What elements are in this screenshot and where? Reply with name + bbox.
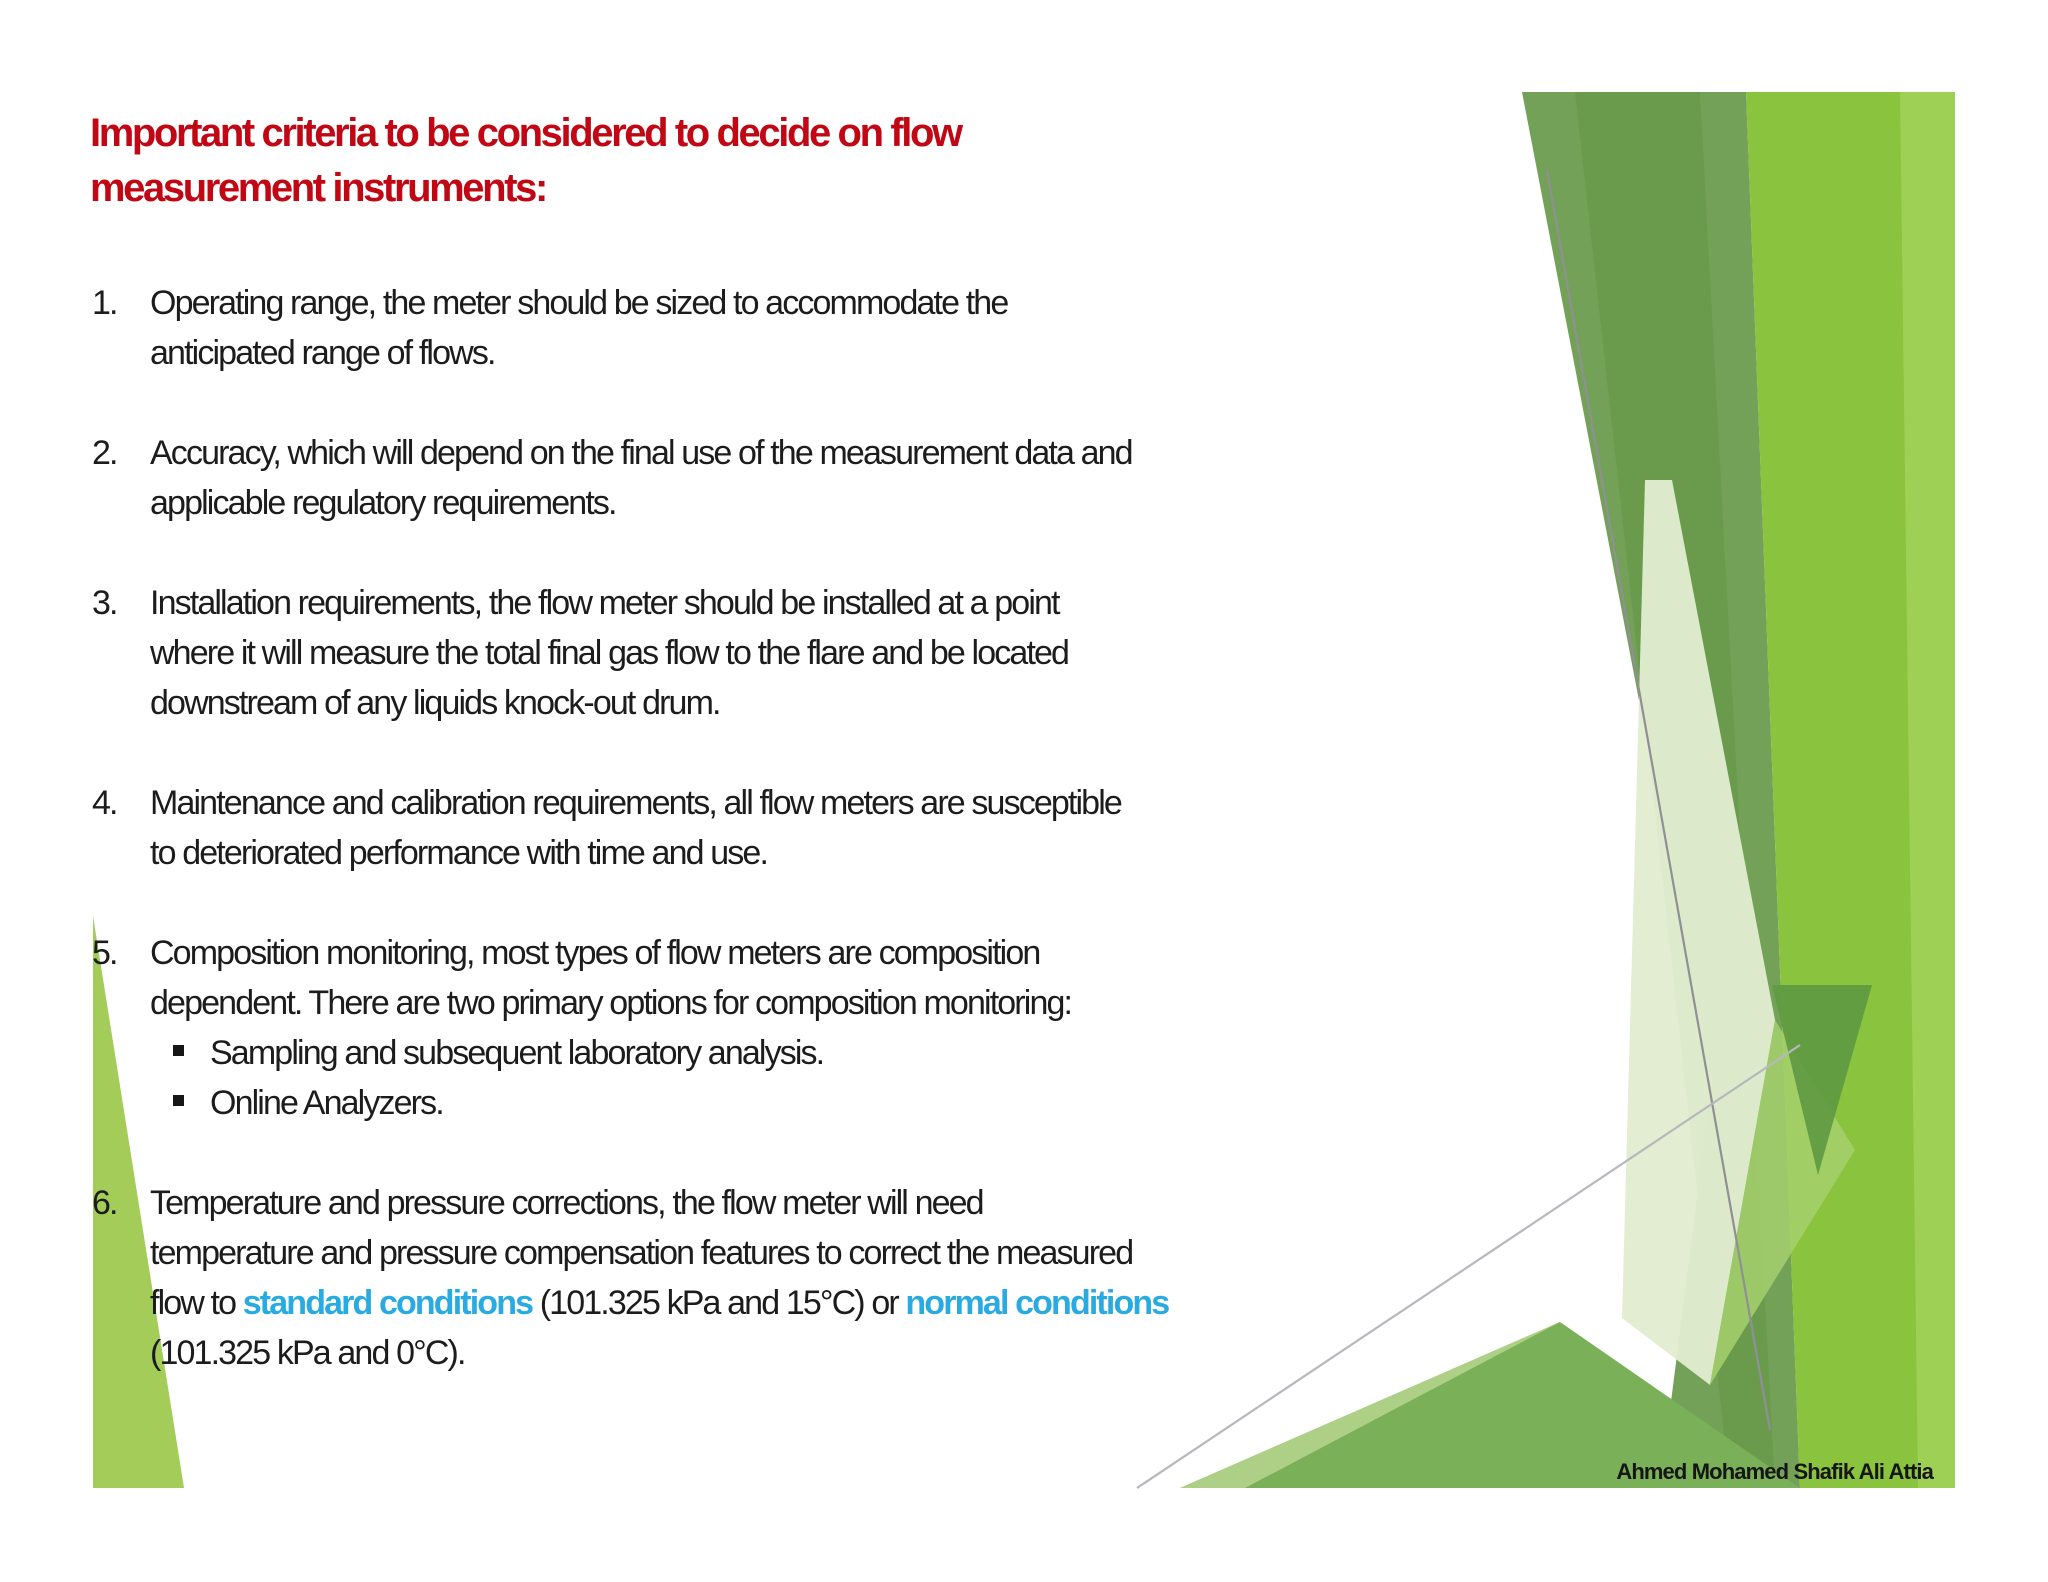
text-segment: where it will measure the total final ga… xyxy=(150,634,1070,672)
sub-bullet-item: Online Analyzers. xyxy=(150,1078,1432,1128)
text-line: Installation requirements, the flow mete… xyxy=(150,578,1432,628)
list-item-4: 4. Maintenance and calibration requiremen… xyxy=(92,778,1432,878)
text-segment: flow to xyxy=(150,1284,243,1322)
item-number: 4. xyxy=(92,784,118,822)
item-number: 5. xyxy=(92,934,118,972)
text-line: applicable regulatory requirements. xyxy=(150,478,1432,528)
text-line: Operating range, the meter should be siz… xyxy=(150,278,1432,328)
list-item-3: 3. Installation requirements, the flow me… xyxy=(92,578,1432,728)
item-number: 6. xyxy=(92,1184,118,1222)
list-item-1: 1. Operating range, the meter should be s… xyxy=(92,278,1432,378)
facet-bottom-triangle-highlight xyxy=(1180,1322,1560,1488)
text-segment: Installation requirements, the flow mete… xyxy=(150,584,1060,622)
facet-bright-light-strip xyxy=(1900,92,1955,1488)
sub-bullet-item: Sampling and subsequent laboratory analy… xyxy=(150,1028,1432,1078)
text-line: to deteriorated performance with time an… xyxy=(150,828,1432,878)
text-line: flow to standard conditions (101.325 kPa… xyxy=(150,1278,1432,1328)
item-text: Composition monitoring, most types of fl… xyxy=(150,928,1432,1128)
text-line: dependent. There are two primary options… xyxy=(150,978,1432,1028)
thin-diagonal-line-shallow xyxy=(1136,1044,1801,1489)
facet-pale-wedge xyxy=(1622,480,1775,1385)
text-segment: downstream of any liquids knock-out drum… xyxy=(150,684,722,722)
facet-bottom-triangle xyxy=(1180,1322,1800,1488)
left-green-sliver-triangle xyxy=(93,916,184,1488)
text-segment: Maintenance and calibration requirements… xyxy=(150,784,1123,822)
text-line: downstream of any liquids knock-out drum… xyxy=(150,678,1432,728)
text-line: Maintenance and calibration requirements… xyxy=(150,778,1432,828)
slide-title: Important criteria to be considered to d… xyxy=(90,111,963,210)
text-segment: Operating range, the meter should be siz… xyxy=(150,284,1009,322)
text-segment: temperature and pressure compensation fe… xyxy=(150,1234,1134,1272)
item-number: 3. xyxy=(92,584,118,622)
text-segment: (101.325 kPa and 0°C). xyxy=(150,1334,466,1372)
item-text: Temperature and pressure corrections, th… xyxy=(150,1178,1432,1378)
highlighted-term: standard conditions xyxy=(242,1284,534,1322)
facet-dark-facet xyxy=(1772,985,1872,1175)
author-credit: Ahmed Mohamed Shafik Ali Attia xyxy=(1616,1459,1934,1484)
thin-diagonal-line-vertical xyxy=(1545,169,1772,1431)
text-segment: to deteriorated performance with time an… xyxy=(150,834,769,872)
text-line: temperature and pressure compensation fe… xyxy=(150,1228,1432,1278)
text-segment: anticipated range of flows. xyxy=(150,334,496,372)
item-text: Operating range, the meter should be siz… xyxy=(150,278,1432,378)
item-text: Accuracy, which will depend on the final… xyxy=(150,428,1432,528)
text-segment: Accuracy, which will depend on the final… xyxy=(150,434,1134,472)
text-segment: Temperature and pressure corrections, th… xyxy=(150,1184,985,1222)
text-segment: applicable regulatory requirements. xyxy=(150,484,617,522)
item-text: Installation requirements, the flow mete… xyxy=(150,578,1432,728)
text-line: Accuracy, which will depend on the final… xyxy=(150,428,1432,478)
text-segment: (101.325 kPa and 15°C) or xyxy=(532,1284,906,1322)
text-line: where it will measure the total final ga… xyxy=(150,628,1432,678)
text-segment: Composition monitoring, most types of fl… xyxy=(150,934,1041,972)
text-line: Temperature and pressure corrections, th… xyxy=(150,1178,1432,1228)
square-bullet-icon xyxy=(173,1095,184,1106)
list-item-5: 5. Composition monitoring, most types of … xyxy=(92,928,1432,1128)
text-line: (101.325 kPa and 0°C). xyxy=(150,1328,1432,1378)
item-number: 1. xyxy=(92,284,118,322)
criteria-list: 1. Operating range, the meter should be s… xyxy=(92,278,1432,1428)
list-item-2: 2. Accuracy, which will depend on the fin… xyxy=(92,428,1432,528)
list-item-6: 6. Temperature and pressure corrections, … xyxy=(92,1178,1432,1378)
sub-bullet-text: Online Analyzers. xyxy=(210,1084,445,1122)
item-text: Maintenance and calibration requirements… xyxy=(150,778,1432,878)
text-line: Composition monitoring, most types of fl… xyxy=(150,928,1432,978)
square-bullet-icon xyxy=(173,1045,184,1056)
highlighted-term: normal conditions xyxy=(905,1284,1170,1322)
text-line: anticipated range of flows. xyxy=(150,328,1432,378)
item-number: 2. xyxy=(92,434,118,472)
sub-bullet-text: Sampling and subsequent laboratory analy… xyxy=(210,1034,825,1072)
text-segment: dependent. There are two primary options… xyxy=(150,984,1073,1022)
